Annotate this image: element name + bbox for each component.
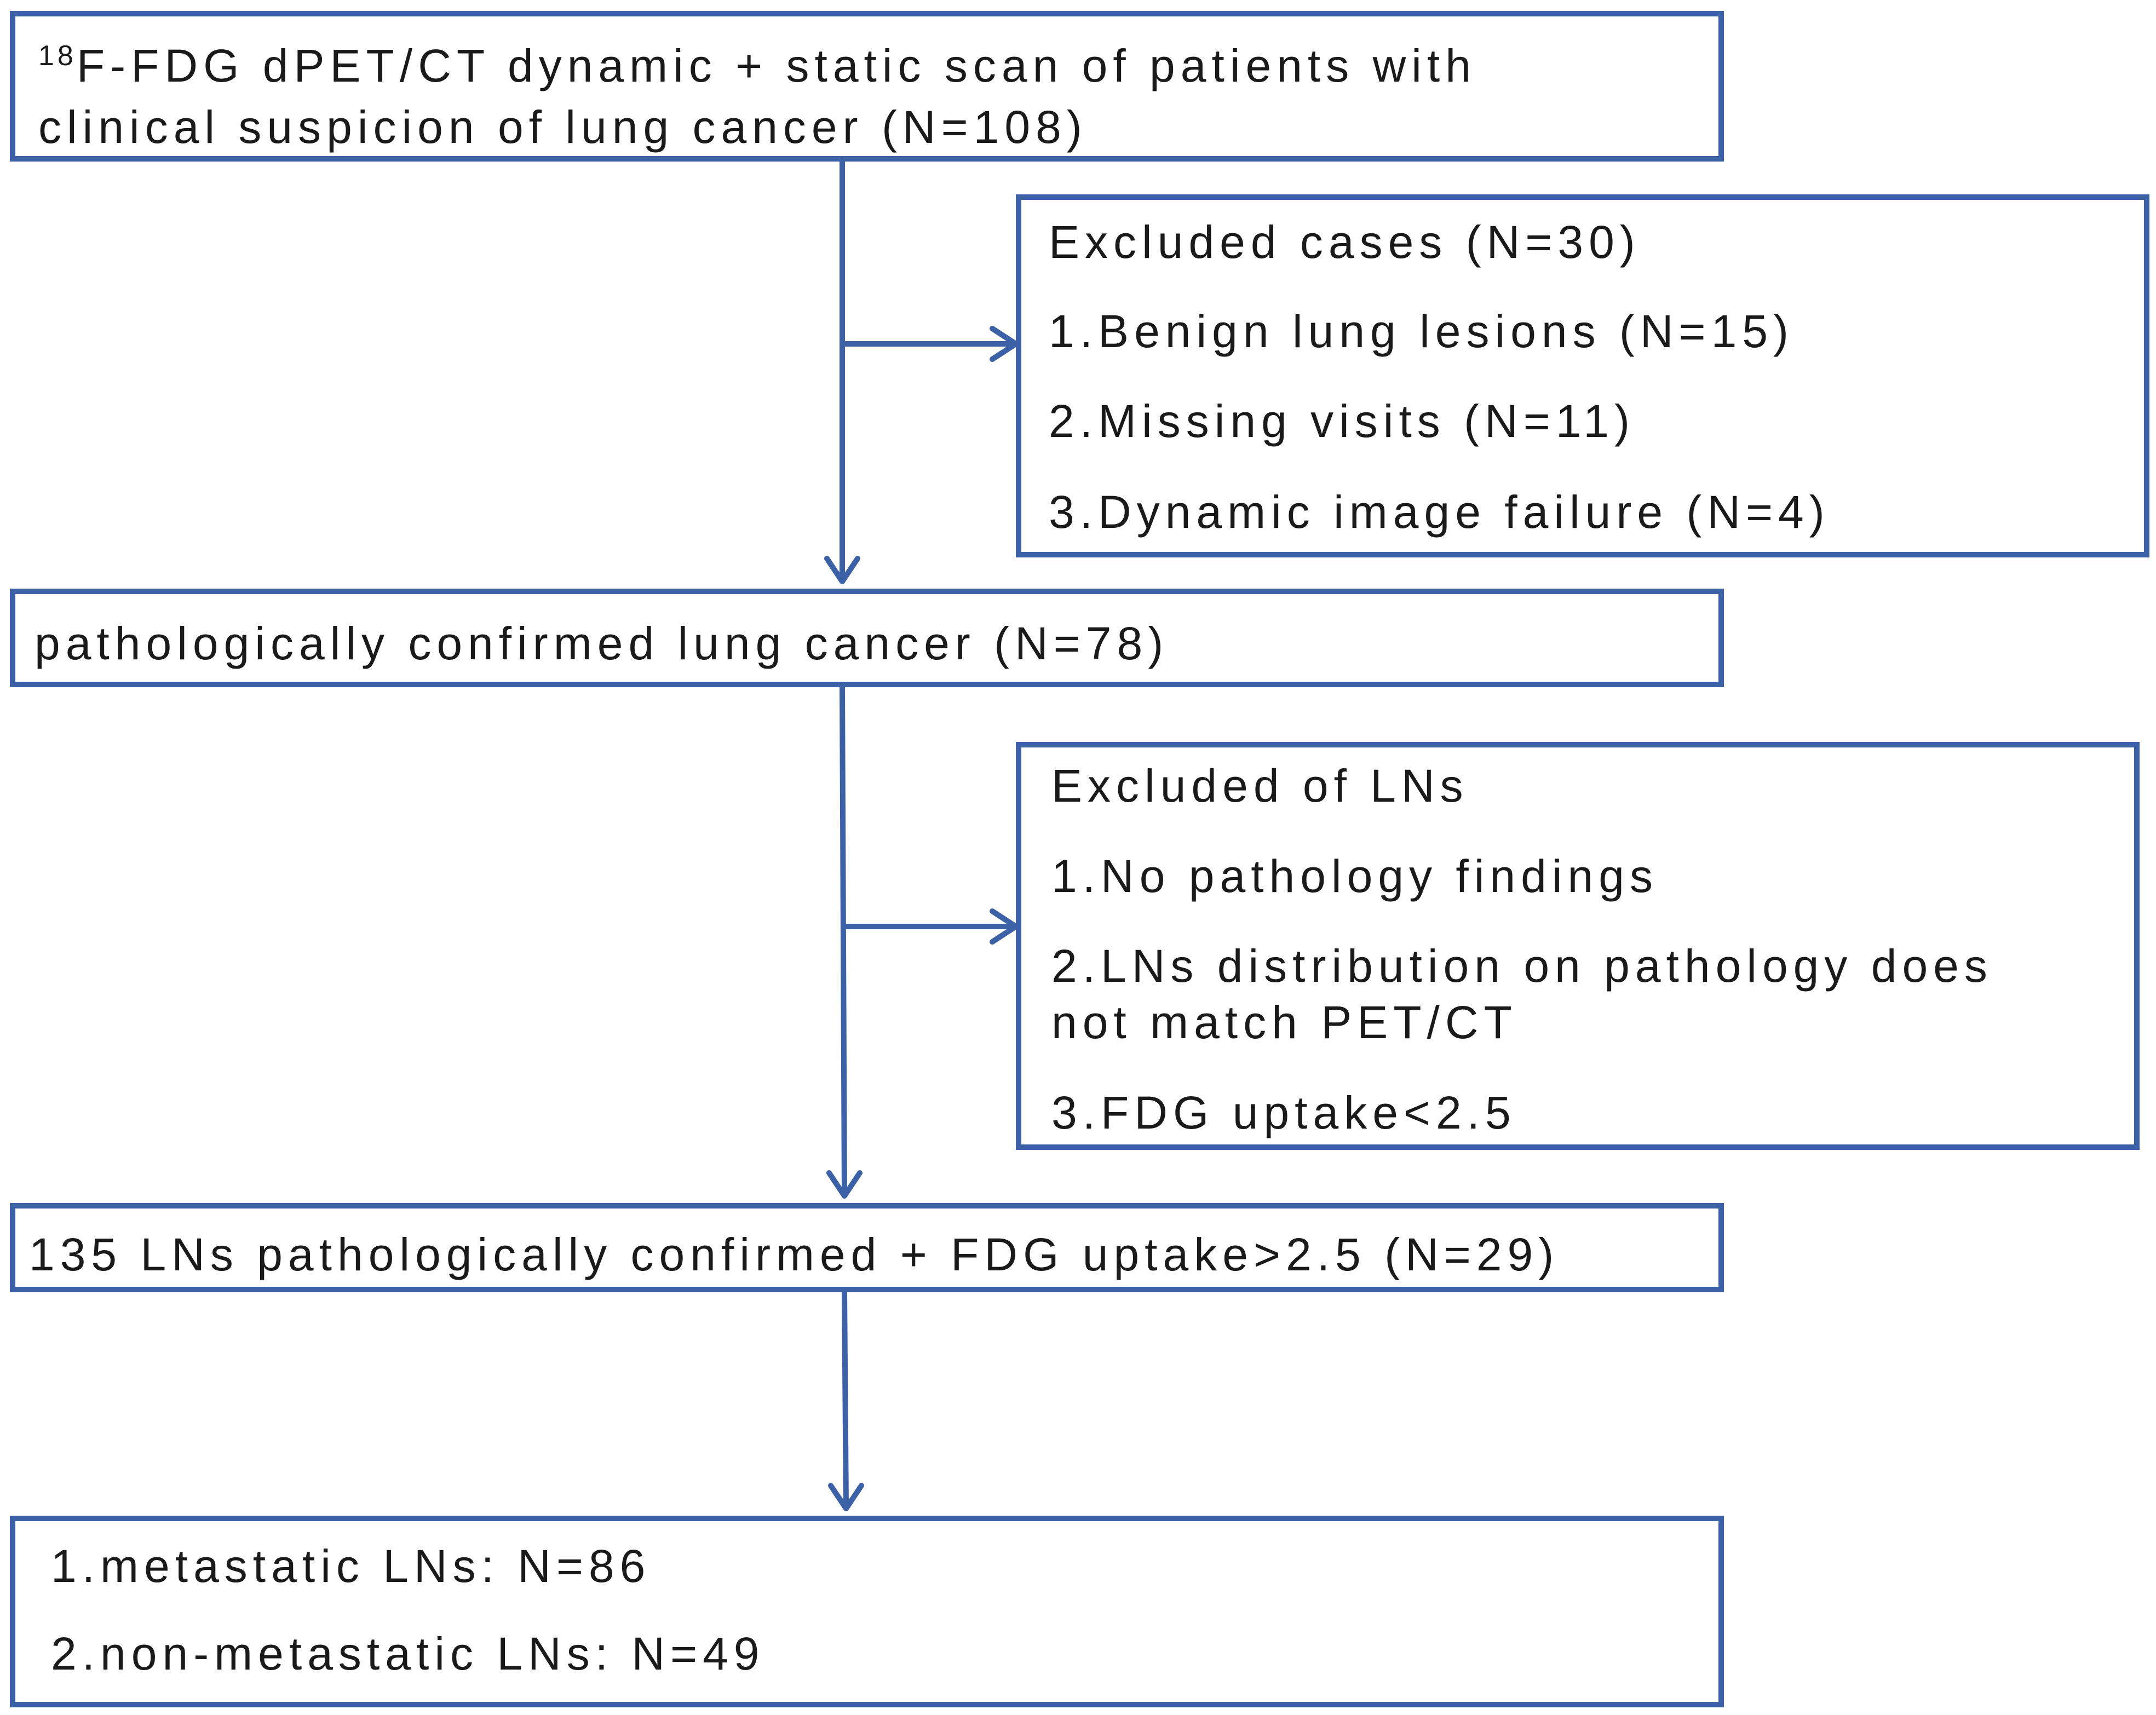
arrowhead-excluded-lns [990,908,1019,945]
arrowhead-result [828,1483,864,1511]
connector-lns-to-result [842,1290,849,1510]
result-item: 2.non-metastatic LNs: N=49 [51,1628,765,1679]
excluded-lns-item: 2.LNs distribution on pathology does [1051,940,1993,992]
excluded-cases-title: Excluded cases (N=30) [1049,216,1641,268]
connector-confirmed-to-lns [840,684,847,1198]
confirmed-lung-cancer-box: pathologically confirmed lung cancer (N=… [10,589,1724,687]
arrowhead-lns [826,1170,863,1199]
excluded-lns-title: Excluded of LNs [1051,760,1469,812]
result-item: 1.metastatic LNs: N=86 [51,1540,651,1592]
confirmed-lung-cancer-text: pathologically confirmed lung cancer (N=… [35,618,1169,669]
start-box-line-1: 18F-FDG dPET/CT dynamic + static scan of… [38,40,1476,91]
start-box-line-1-text: F-FDG dPET/CT dynamic + static scan of p… [76,40,1476,91]
excluded-cases-item: 1.Benign lung lesions (N=15) [1049,306,1795,357]
excluded-cases-item: 2.Missing visits (N=11) [1049,395,1635,447]
excluded-cases-item: 3.Dynamic image failure (N=4) [1049,486,1830,538]
lns-confirmed-box: 135 LNs pathologically confirmed + FDG u… [10,1203,1724,1292]
isotope-superscript: 18 [38,40,77,72]
lns-confirmed-text: 135 LNs pathologically confirmed + FDG u… [29,1229,1560,1280]
excluded-lns-item: 1.No pathology findings [1051,850,1658,902]
arrowhead-excluded-cases [990,326,1019,362]
result-box: 1.metastatic LNs: N=86 2.non-metastatic … [10,1516,1724,1707]
excluded-lns-item-continuation: not match PET/CT [1051,997,1517,1048]
excluded-lns-box: Excluded of LNs 1.No pathology findings … [1016,742,2140,1150]
start-box-line-2: clinical suspicion of lung cancer (N=108… [38,101,1088,153]
excluded-cases-box: Excluded cases (N=30) 1.Benign lung lesi… [1016,194,2149,557]
arrowhead-confirmed [824,556,860,584]
excluded-lns-item: 3.FDG uptake<2.5 [1051,1087,1516,1138]
start-box: 18F-FDG dPET/CT dynamic + static scan of… [10,11,1724,162]
